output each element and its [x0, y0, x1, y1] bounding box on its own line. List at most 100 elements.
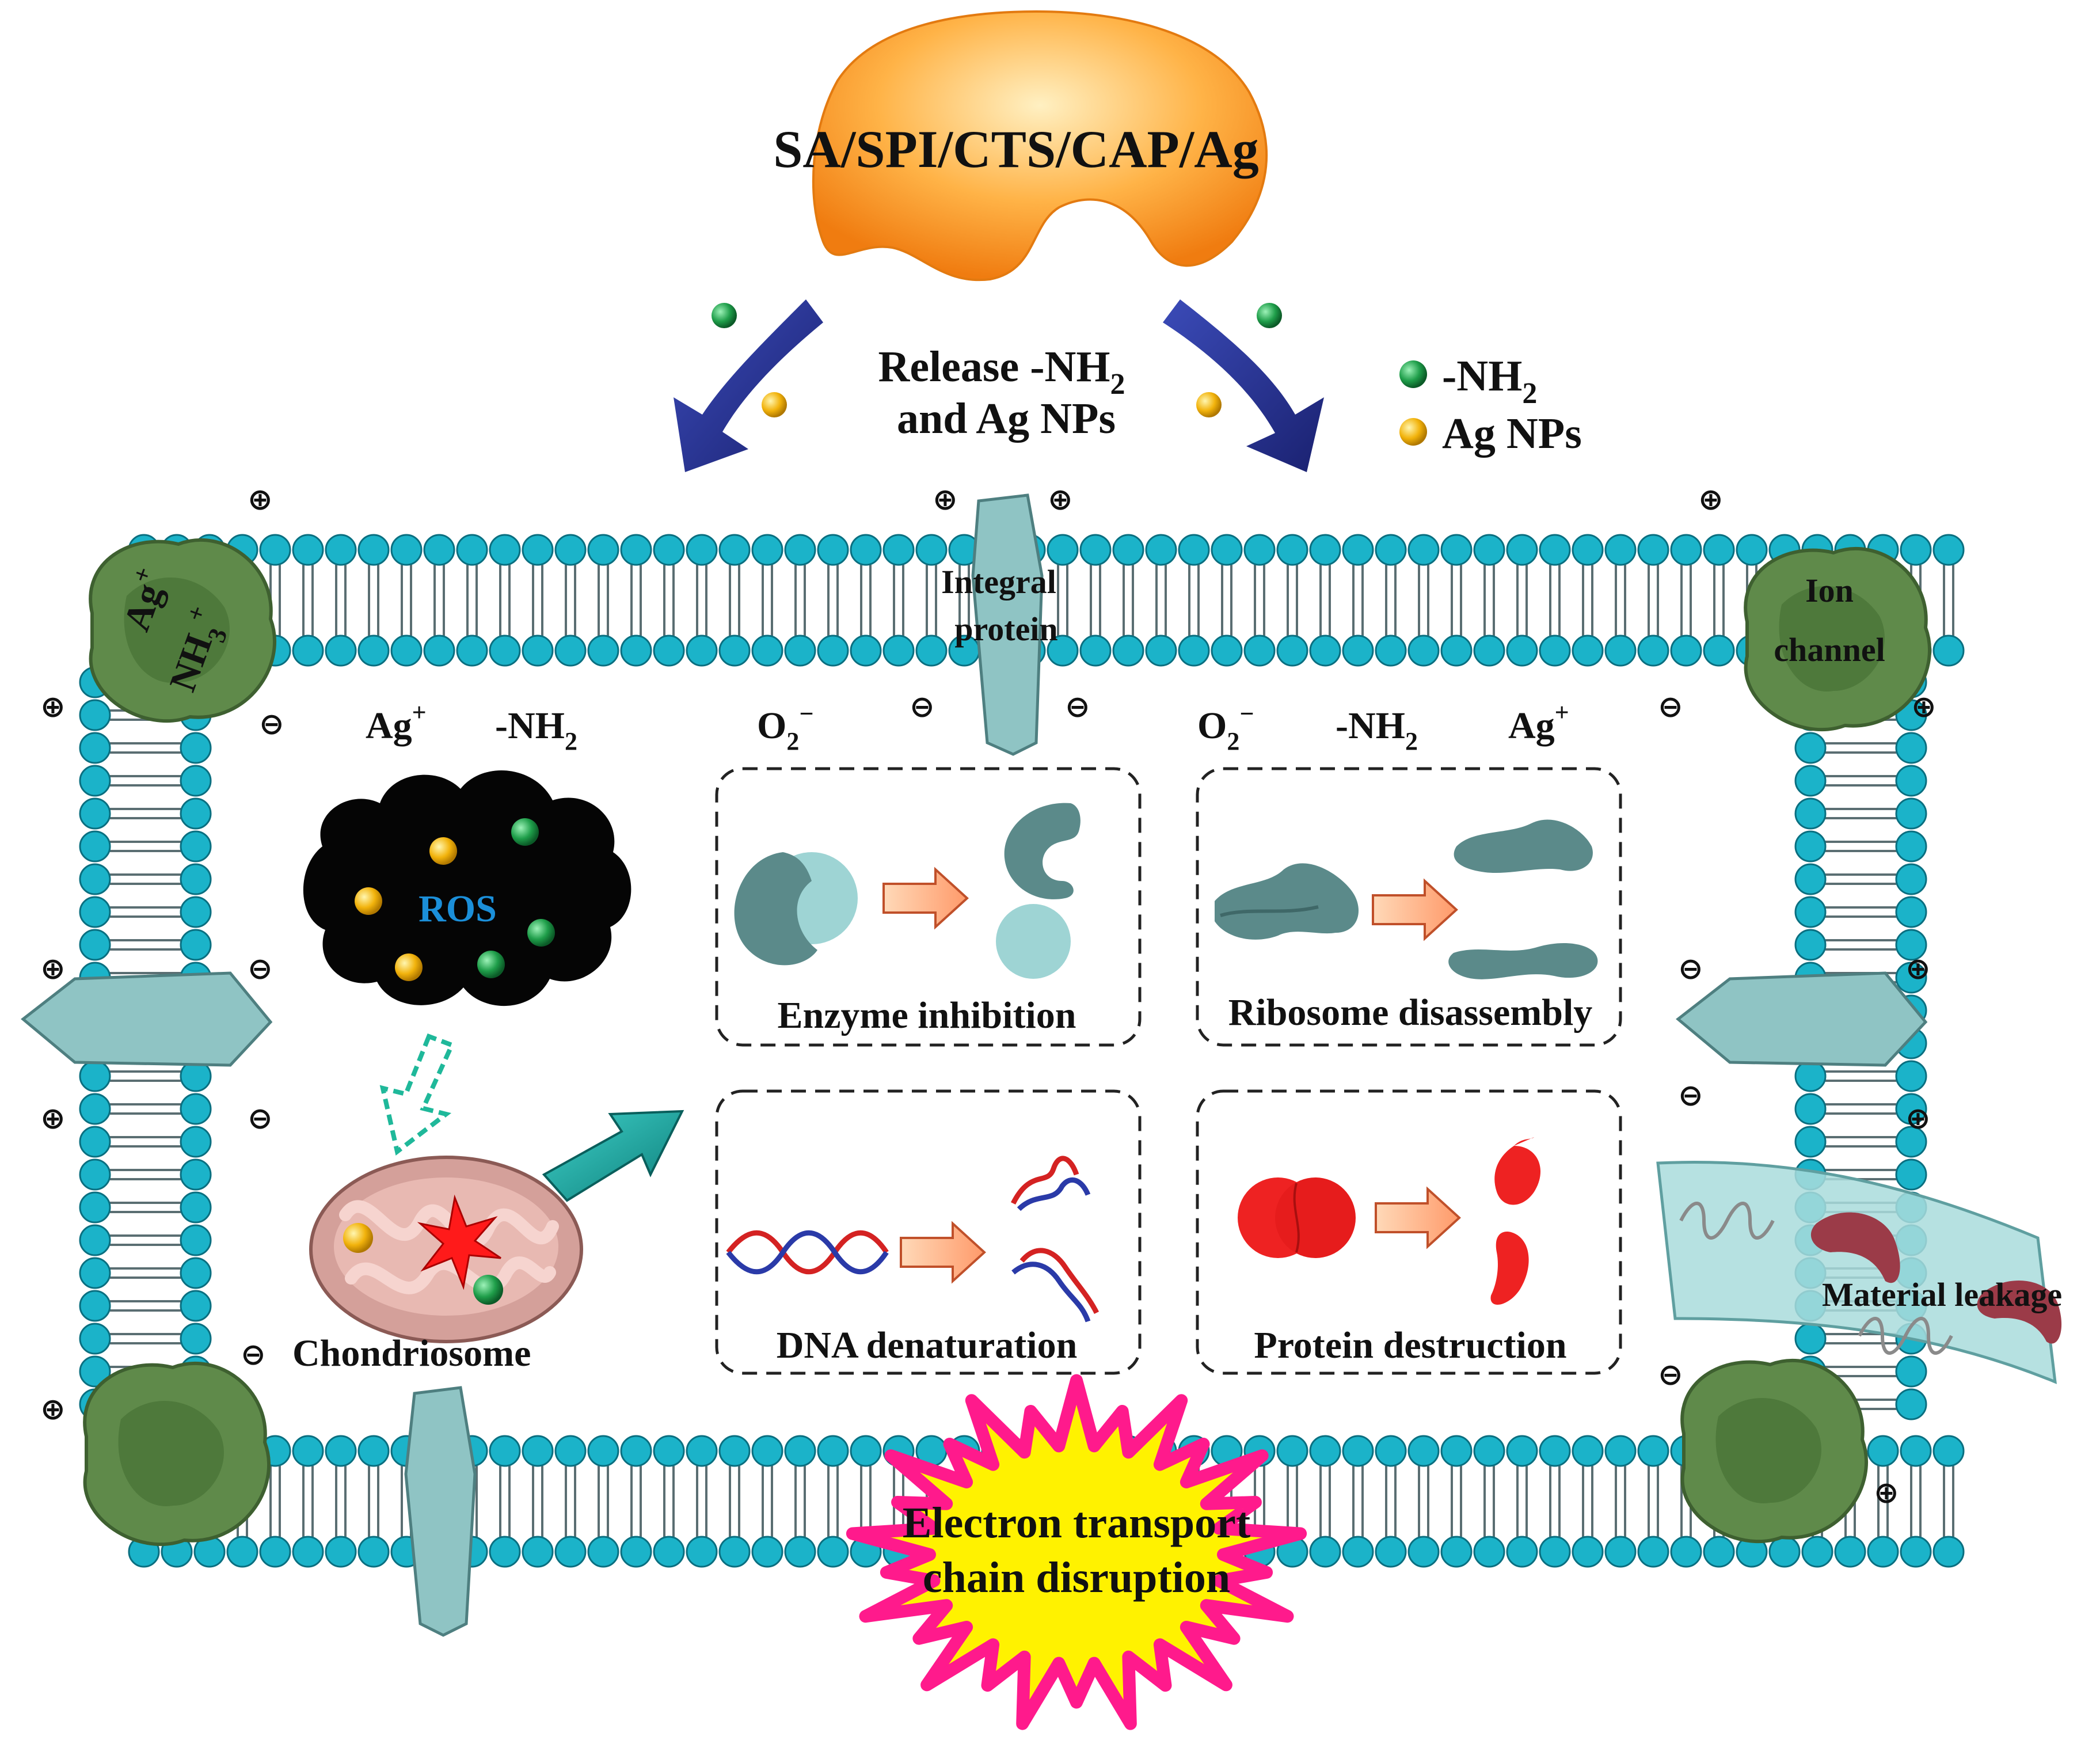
lipid-head — [915, 534, 948, 566]
ros-to-mitochondrion-arrow — [379, 1033, 455, 1156]
lipid-head — [180, 863, 212, 895]
lipid-head — [1670, 1536, 1702, 1568]
electron-transport-starburst — [846, 1374, 1307, 1730]
lipid-head — [180, 1257, 212, 1289]
lipid-head — [1211, 534, 1243, 566]
ag-particle — [1196, 392, 1222, 417]
lipid-head — [1794, 732, 1827, 764]
lipid-head — [79, 699, 111, 731]
lipid-head — [1539, 1435, 1571, 1467]
ribosome-subunit-large — [1454, 819, 1593, 873]
lipid-head — [554, 635, 587, 667]
lipid-head — [1895, 765, 1927, 797]
lipid-head — [292, 635, 324, 667]
lipid-head — [357, 635, 390, 667]
lipid-head — [718, 534, 751, 566]
lipid-head — [180, 1323, 212, 1355]
nh2-particle — [1257, 303, 1282, 328]
lipid-head — [1572, 1536, 1604, 1568]
ag-particle — [762, 392, 787, 417]
lipid-head — [180, 797, 212, 830]
channel-protein-top-left — [89, 538, 276, 723]
lipid-head — [79, 1257, 111, 1289]
lipid-head — [1506, 1435, 1538, 1467]
lipid-head — [1867, 1536, 1899, 1568]
lipid-head — [1604, 1536, 1637, 1568]
enzyme-substrate-complex — [734, 852, 858, 966]
lipid-head — [1178, 635, 1210, 667]
chondriosome-label: Chondriosome — [292, 1332, 531, 1374]
electron-transport-label-2: chain disruption — [923, 1553, 1230, 1602]
legend-nh2-swatch — [1399, 360, 1427, 388]
lipid-head — [1604, 534, 1637, 566]
lipid-head — [180, 1158, 212, 1191]
lipid-head — [817, 1536, 849, 1568]
lipid-head — [554, 534, 587, 566]
legend-ag-label: Ag NPs — [1442, 409, 1582, 458]
lipid-head — [1145, 534, 1177, 566]
lipid-head — [1900, 1435, 1932, 1467]
lipid-head — [1794, 765, 1827, 797]
lipid-head — [587, 635, 619, 667]
lipid-head — [1407, 1536, 1440, 1568]
lipid-head — [79, 732, 111, 764]
minus-charge-symbol: ⊖ — [1658, 690, 1683, 724]
material-title: SA/SPI/CTS/CAP/Ag — [773, 120, 1259, 178]
minus-charge-symbol: ⊖ — [259, 707, 284, 742]
ion-label-ag-right: Ag+ — [1508, 698, 1569, 747]
lipid-head — [180, 830, 212, 863]
lipid-head — [1637, 1536, 1669, 1568]
reaction-arrow — [1375, 1186, 1461, 1249]
lipid-head — [784, 1536, 816, 1568]
nh2-particle — [712, 303, 737, 328]
lipid-head — [79, 1126, 111, 1158]
lipid-head — [554, 1536, 587, 1568]
lipid-head — [817, 635, 849, 667]
lipid-head — [1736, 534, 1768, 566]
protein-fragment-top — [1494, 1137, 1541, 1205]
lipid-head — [1604, 635, 1637, 667]
protein-intact — [1238, 1177, 1356, 1258]
mitochondrion — [309, 1156, 583, 1343]
lipid-head — [180, 1191, 212, 1224]
lipid-head — [180, 896, 212, 928]
lipid-head — [1637, 534, 1669, 566]
enzyme-inhibition-label: Enzyme inhibition — [778, 994, 1076, 1036]
lipid-head — [325, 1435, 357, 1467]
lipid-head — [686, 635, 718, 667]
lipid-head — [1794, 1093, 1827, 1125]
lipid-head — [1539, 534, 1571, 566]
plus-charge-symbol: ⊕ — [1874, 1476, 1899, 1510]
lipid-head — [1895, 1355, 1927, 1388]
lipid-head — [423, 635, 455, 667]
material-leakage-sheet — [1656, 1161, 2062, 1384]
ion-label-nh2: -NH2 — [495, 705, 577, 755]
lipid-head — [1473, 534, 1505, 566]
lipid-head — [784, 1435, 816, 1467]
lipid-head — [1243, 534, 1276, 566]
dna-double-helix — [726, 1230, 889, 1275]
lipid-head — [522, 534, 554, 566]
lipid-head — [620, 534, 652, 566]
integral-protein-bottom — [404, 1386, 477, 1637]
lipid-head — [587, 1435, 619, 1467]
lipid-head — [325, 635, 357, 667]
enzyme-fragment — [1004, 803, 1081, 899]
lipid-head — [522, 635, 554, 667]
plus-charge-symbol: ⊕ — [40, 952, 66, 986]
ros-ag-particle — [429, 837, 457, 865]
integral-protein-label-1: Integral — [941, 563, 1056, 601]
protein-fragment-bottom — [1490, 1232, 1529, 1305]
lipid-head — [180, 1224, 212, 1256]
ribosome-intact — [1215, 863, 1359, 940]
lipid-head — [1047, 635, 1079, 667]
lipid-head — [79, 1191, 111, 1224]
lipid-head — [1895, 732, 1927, 764]
lipid-head — [784, 534, 816, 566]
protein-destruction-label: Protein destruction — [1254, 1324, 1566, 1366]
lipid-head — [686, 534, 718, 566]
lipid-head — [1440, 635, 1473, 667]
lipid-head — [1572, 1435, 1604, 1467]
lipid-head — [1276, 635, 1308, 667]
channel-protein-top-right — [1744, 546, 1931, 732]
